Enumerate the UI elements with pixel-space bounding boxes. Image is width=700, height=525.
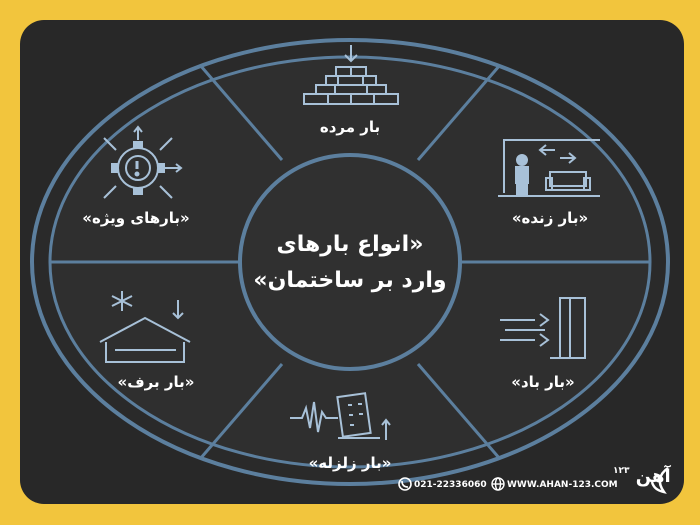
segment-label-dead-load: بار مرده (319, 118, 381, 136)
gear-alert-icon (103, 125, 183, 199)
footer-website[interactable]: WWW.AHAN-123.COM (507, 477, 618, 493)
brand-logo: آهن ۱۲۳ (613, 466, 671, 487)
phone-number: 021-22336060 (414, 480, 487, 490)
logo-text: آهن (635, 466, 671, 487)
center-title-line-2: وارد بر ساختمان» (253, 268, 447, 293)
segment-label-wind-load: «بار باد» (511, 373, 575, 391)
seismic-building-icon (290, 392, 391, 440)
globe-icon (491, 477, 505, 491)
logo-small-text: ۱۲۳ (613, 466, 630, 476)
segment-label-special-loads: «بارهای ویژه» (82, 209, 190, 227)
phone-icon (398, 477, 412, 491)
center-title-line-1: «انواع بارهای (276, 232, 424, 257)
center-title: «انواع بارهای وارد بر ساختمان» (253, 227, 446, 299)
footer-phone: 021-22336060 (414, 477, 487, 493)
website-link[interactable]: WWW.AHAN-123.COM (507, 480, 618, 490)
segment-dividers (50, 64, 650, 460)
segment-label-snow-load: «بار برف» (117, 373, 195, 391)
segment-label-earthquake-load: «بار زلزله» (308, 454, 392, 472)
logo-mark-icon (650, 466, 669, 494)
wind-wall-icon (500, 297, 586, 359)
room-furniture-icon (498, 139, 600, 197)
segment-label-live-load: «بار زنده» (511, 209, 589, 227)
snow-roof-icon (99, 291, 191, 363)
brick-wall-icon (303, 45, 399, 105)
center-circle (238, 153, 462, 371)
